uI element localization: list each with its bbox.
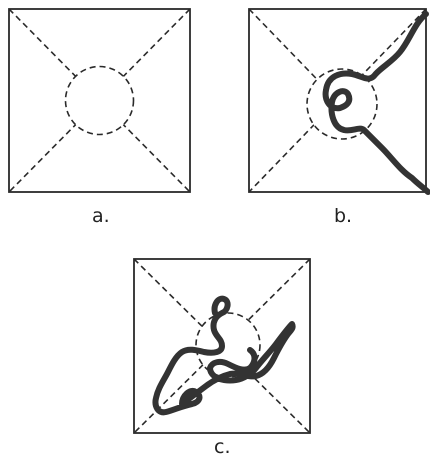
panel-b: b. bbox=[249, 9, 428, 227]
panel-a: a. bbox=[9, 9, 190, 227]
panel-a-caption: a. bbox=[92, 205, 110, 227]
panel-c: c. bbox=[134, 259, 310, 458]
panel-b-caption: b. bbox=[334, 205, 352, 227]
panel-c-caption: c. bbox=[214, 436, 231, 458]
